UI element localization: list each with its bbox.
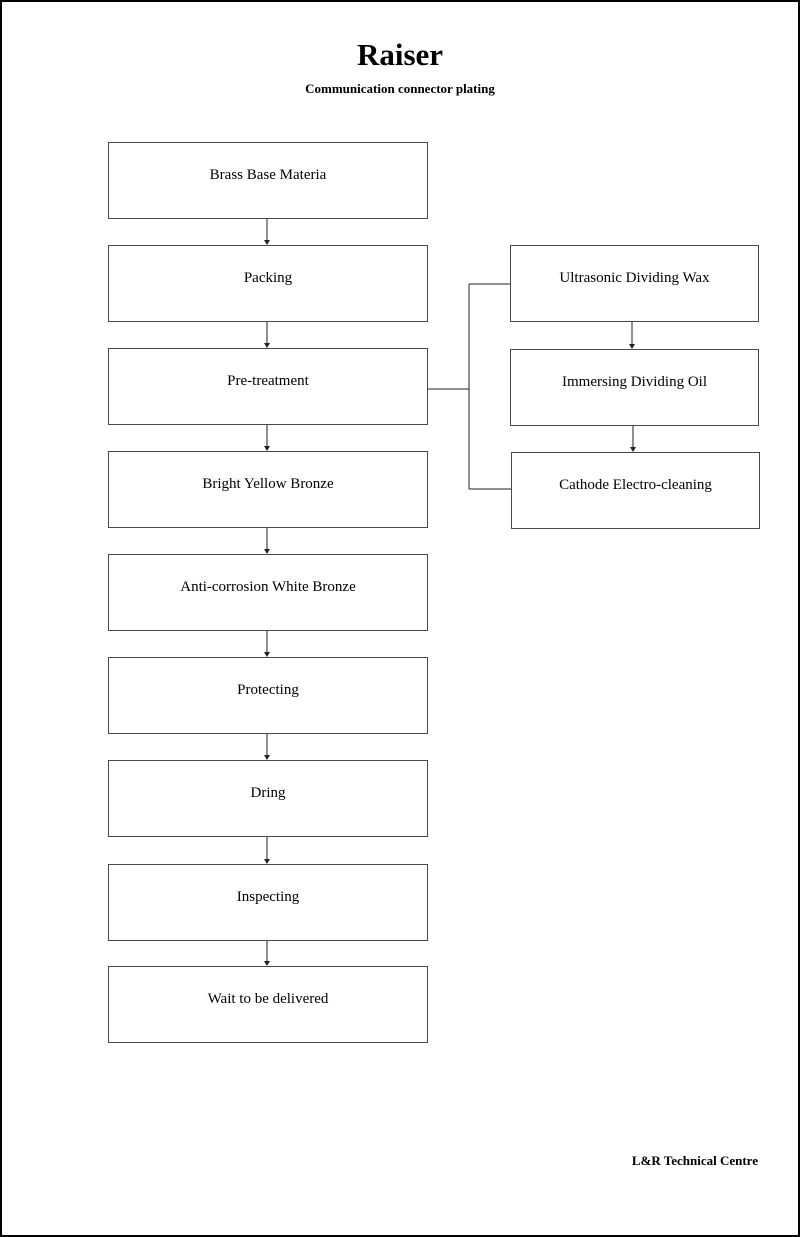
step-label: Anti-corrosion White Bronze (180, 579, 356, 595)
step-label: Pre-treatment (227, 373, 309, 389)
step-label: Brass Base Materia (209, 167, 327, 183)
step-protecting: Protecting (108, 657, 428, 734)
arrowhead-2 (264, 343, 270, 348)
step-wait-to-be-delivered: Wait to be delivered (108, 966, 428, 1043)
substep-label: Immersing Dividing Oil (562, 374, 707, 390)
arrowhead-8 (264, 961, 270, 966)
side-arrowhead-1 (629, 344, 635, 349)
step-label: Packing (243, 270, 293, 286)
step-bright-yellow-bronze: Bright Yellow Bronze (108, 451, 428, 528)
step-label: Inspecting (236, 889, 300, 905)
substep-label: Ultrasonic Dividing Wax (559, 270, 710, 286)
step-pre-treatment: Pre-treatment (108, 348, 428, 425)
arrowhead-1 (264, 240, 270, 245)
arrowhead-6 (264, 755, 270, 760)
substep-cathode-electro-cleaning: Cathode Electro-cleaning (511, 452, 760, 529)
step-brass-base-material: Brass Base Materia (108, 142, 428, 219)
step-anti-corrosion-white-bronze: Anti-corrosion White Bronze (108, 554, 428, 631)
substep-ultrasonic-dividing-wax: Ultrasonic Dividing Wax (510, 245, 759, 322)
step-label: Wait to be delivered (207, 991, 329, 1007)
arrowhead-3 (264, 446, 270, 451)
page-title: Raiser (356, 37, 444, 72)
arrowhead-7 (264, 859, 270, 864)
step-inspecting: Inspecting (108, 864, 428, 941)
step-label: Bright Yellow Bronze (202, 476, 334, 492)
arrowhead-5 (264, 652, 270, 657)
substep-immersing-dividing-oil: Immersing Dividing Oil (510, 349, 759, 426)
page-subtitle: Communication connector plating (305, 81, 495, 96)
arrowhead-4 (264, 549, 270, 554)
substep-label: Cathode Electro-cleaning (559, 477, 712, 493)
side-arrowhead-2 (630, 447, 636, 452)
step-label: Dring (250, 785, 286, 801)
footer-credit: L&R Technical Centre (631, 1153, 758, 1168)
step-packing: Packing (108, 245, 428, 322)
step-label: Protecting (237, 682, 299, 698)
step-dring: Dring (108, 760, 428, 837)
